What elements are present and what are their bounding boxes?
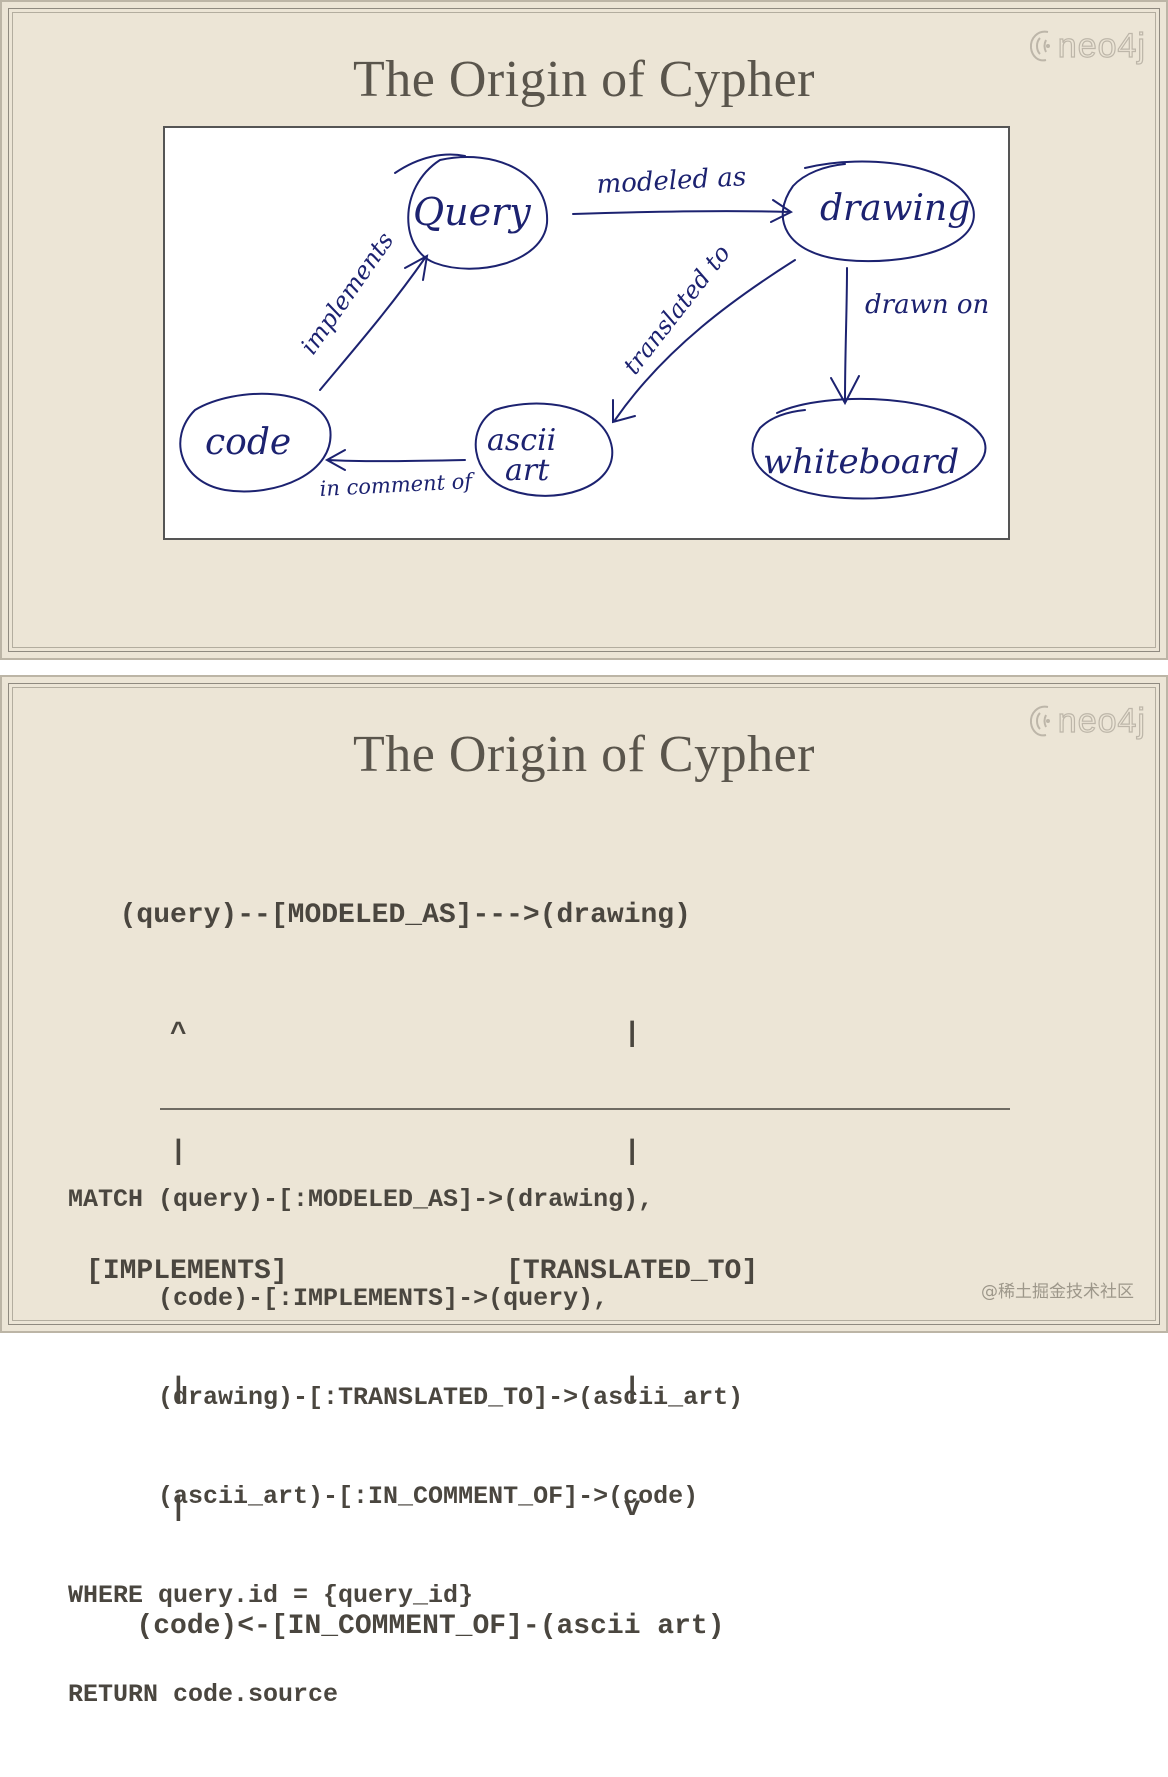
in-comment-of-arrow [324,449,466,471]
implements-label: implements [295,227,399,359]
query-line: RETURN code.source [68,1680,339,1709]
neo4j-logo: neo4j [1026,24,1146,68]
slide-title: The Origin of Cypher [352,51,815,108]
ascii-node-outline [474,402,614,497]
drawing-node-label: drawing [820,188,970,229]
query-line: MATCH (query)-[:MODELED_AS]->(drawing), [68,1185,654,1214]
query-line: WHERE query.id = {query_id} [68,1581,474,1610]
whiteboard-node-label: whiteboard [763,442,959,482]
query-node-label: Query [413,190,531,234]
neo4j-logo: neo4j [1026,699,1146,743]
ascii-line: ^ | [2,1018,641,1050]
code-node-outline [179,392,332,493]
translated-to-arrow [612,259,796,424]
logo-text: neo4j [1057,701,1146,740]
drawing-node-outline [781,160,975,263]
watermark: @稀土掘金技术社区 [981,1282,1134,1302]
drawn-on-label: drawn on [865,290,989,320]
code-node-label: code [205,422,291,463]
divider [160,1108,1010,1110]
translated-to-label: translated to [618,239,736,379]
whiteboard-photo: Query drawing code ascii art whiteboard … [163,126,1010,540]
slide-title: The Origin of Cypher [352,726,815,783]
query-line: (ascii_art)-[:IN_COMMENT_OF]->(code) [68,1482,699,1511]
query-line: (drawing)-[:TRANSLATED_TO]->(ascii_art) [68,1383,744,1412]
query-node-outline [394,153,549,270]
slide-diagram: The Origin of Cypher neo4j [0,0,1168,660]
whiteboard-node-outline [751,397,987,500]
ascii-line: (query)--[MODELED_AS]--->(drawing) [2,900,691,931]
ascii-node-label: ascii [487,423,556,458]
query-line: (code)-[:IMPLEMENTS]->(query), [68,1284,609,1313]
drawn-on-arrow [830,267,860,406]
cypher-query: MATCH (query)-[:MODELED_AS]->(drawing), … [68,1117,743,1777]
implements-arrow [319,254,429,391]
art-node-label: art [505,453,550,488]
ascii-line: [IMPLEMENTS] [TRANSLATED_TO] [2,1255,759,1287]
slide-ascii-and-query: The Origin of Cypher neo4j (query)--[MOD… [0,675,1168,1709]
modeled-as-arrow [572,199,793,223]
logo-text: neo4j [1057,26,1146,65]
neo4j-face-icon [1029,30,1050,62]
ascii-line: | | [2,1137,641,1168]
modeled-as-label: modeled as [596,162,747,200]
hand-drawn-diagram: Query drawing code ascii art whiteboard … [179,153,989,501]
in-comment-of-label: in comment of [319,469,476,501]
neo4j-face-icon [1029,705,1050,737]
